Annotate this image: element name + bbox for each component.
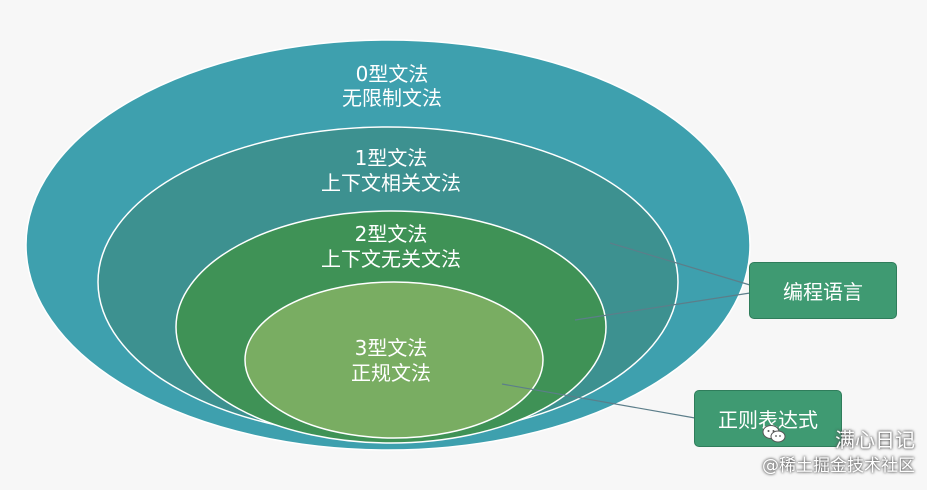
callout-programming-language: 编程语言 — [749, 262, 897, 319]
ring-type2-title: 2型文法 — [355, 222, 428, 246]
callout-programming-language-label: 编程语言 — [783, 280, 863, 304]
ring-type1-subtitle: 上下文相关文法 — [321, 171, 461, 195]
ring-type2-subtitle: 上下文无关文法 — [321, 247, 461, 271]
connector-prog-lower — [574, 292, 751, 321]
ring-type3 — [244, 281, 544, 439]
ring-type0-subtitle: 无限制文法 — [342, 86, 442, 110]
ring-type1-title: 1型文法 — [355, 146, 428, 170]
ring-type0-title: 0型文法 — [356, 62, 429, 86]
watermark-site: @稀土掘金技术社区 — [762, 456, 915, 476]
watermark-line1: 满心日记 — [762, 424, 915, 453]
wechat-icon — [762, 425, 786, 443]
watermark: 满心日记 @稀土掘金技术社区 — [762, 424, 915, 476]
connector-prog-upper — [609, 242, 751, 286]
watermark-author: 满心日记 — [835, 428, 915, 452]
connector-regex — [501, 383, 696, 419]
ring-type3-title: 3型文法 — [355, 336, 428, 360]
ring-type3-subtitle: 正规文法 — [351, 361, 431, 385]
